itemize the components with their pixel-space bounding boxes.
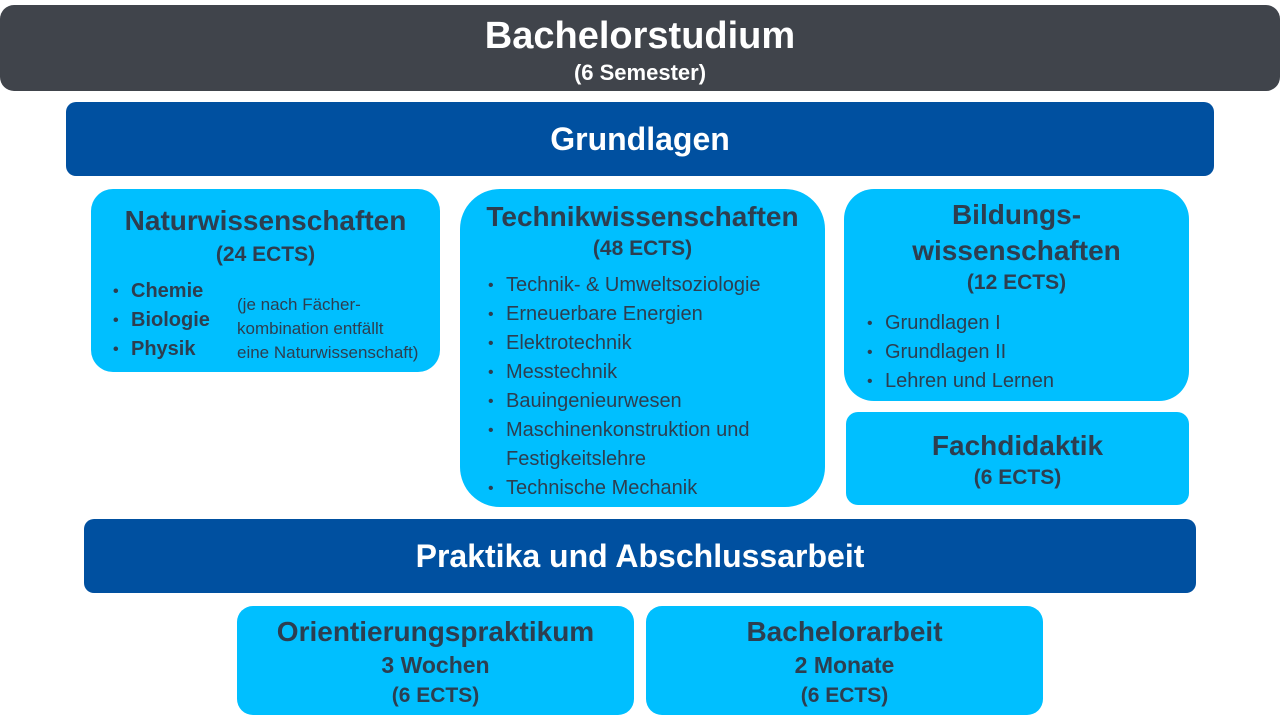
note-line: kombination entfällt bbox=[237, 319, 384, 338]
list-item: Erneuerbare Energien bbox=[486, 300, 816, 329]
grundlagen-label: Grundlagen bbox=[550, 120, 730, 157]
technikwissenschaften-ects: (48 ECTS) bbox=[592, 237, 693, 260]
fachdidaktik-title: Fachdidaktik bbox=[931, 430, 1104, 461]
praktika-band: Praktika und Abschlussarbeit bbox=[84, 519, 1196, 593]
naturwissenschaften-ects: (24 ECTS) bbox=[215, 243, 316, 266]
fachdidaktik-ects: (6 ECTS) bbox=[973, 466, 1062, 489]
list-item: Biologie bbox=[111, 306, 210, 335]
technikwissenschaften-box: Technikwissenschaften (48 ECTS) Technik-… bbox=[460, 189, 825, 507]
list-item: Technische Mechanik bbox=[486, 474, 816, 503]
bildungswissenschaften-ects: (12 ECTS) bbox=[966, 271, 1067, 294]
list-item: Elektrotechnik bbox=[486, 329, 816, 358]
bildungswissenschaften-list: Grundlagen I Grundlagen II Lehren und Le… bbox=[865, 309, 1054, 396]
bachelorarbeit-box: Bachelorarbeit 2 Monate (6 ECTS) bbox=[646, 606, 1043, 715]
bildungswissenschaften-title-line1: Bildungs- bbox=[951, 199, 1082, 230]
list-item: Lehren und Lernen bbox=[865, 367, 1054, 396]
list-item: Bauingenieurwesen bbox=[486, 387, 816, 416]
note-line: eine Naturwissenschaft) bbox=[237, 343, 419, 362]
fachdidaktik-box: Fachdidaktik (6 ECTS) bbox=[846, 412, 1189, 505]
list-item: Physik bbox=[111, 335, 210, 364]
orientierungspraktikum-ects: (6 ECTS) bbox=[391, 684, 480, 707]
program-header: Bachelorstudium (6 Semester) bbox=[0, 5, 1280, 91]
list-item: Technik- & Umweltsoziologie bbox=[486, 271, 816, 300]
bildungswissenschaften-title-line2: wissenschaften bbox=[912, 235, 1121, 266]
program-title: Bachelorstudium bbox=[484, 15, 796, 57]
orientierungspraktikum-box: Orientierungspraktikum 3 Wochen (6 ECTS) bbox=[237, 606, 634, 715]
naturwissenschaften-title: Naturwissenschaften bbox=[124, 205, 407, 236]
orientierungspraktikum-duration: 3 Wochen bbox=[381, 652, 490, 678]
list-item: Grundlagen II bbox=[865, 338, 1054, 367]
list-item: Maschinenkonstruktion und Festigkeitsleh… bbox=[486, 416, 816, 474]
list-item: Grundlagen I bbox=[865, 309, 1054, 338]
bachelorarbeit-title: Bachelorarbeit bbox=[746, 616, 943, 647]
program-duration: (6 Semester) bbox=[573, 60, 707, 85]
naturwissenschaften-box: Naturwissenschaften (24 ECTS) Chemie Bio… bbox=[91, 189, 440, 372]
naturwissenschaften-list: Chemie Biologie Physik bbox=[111, 277, 210, 364]
bachelorarbeit-ects: (6 ECTS) bbox=[800, 684, 889, 707]
bachelorarbeit-duration: 2 Monate bbox=[794, 652, 895, 678]
praktika-label: Praktika und Abschlussarbeit bbox=[415, 537, 865, 574]
list-item: Chemie bbox=[111, 277, 210, 306]
technikwissenschaften-title: Technikwissenschaften bbox=[486, 201, 799, 232]
note-line: (je nach Fächer- bbox=[237, 295, 361, 314]
grundlagen-band: Grundlagen bbox=[66, 102, 1214, 176]
list-item: Messtechnik bbox=[486, 358, 816, 387]
bildungswissenschaften-box: Bildungs- wissenschaften (12 ECTS) Grund… bbox=[844, 189, 1189, 401]
technikwissenschaften-list: Technik- & Umweltsoziologie Erneuerbare … bbox=[486, 271, 816, 503]
orientierungspraktikum-title: Orientierungspraktikum bbox=[276, 616, 595, 647]
naturwissenschaften-note: (je nach Fächer- kombination entfällt ei… bbox=[237, 293, 418, 365]
